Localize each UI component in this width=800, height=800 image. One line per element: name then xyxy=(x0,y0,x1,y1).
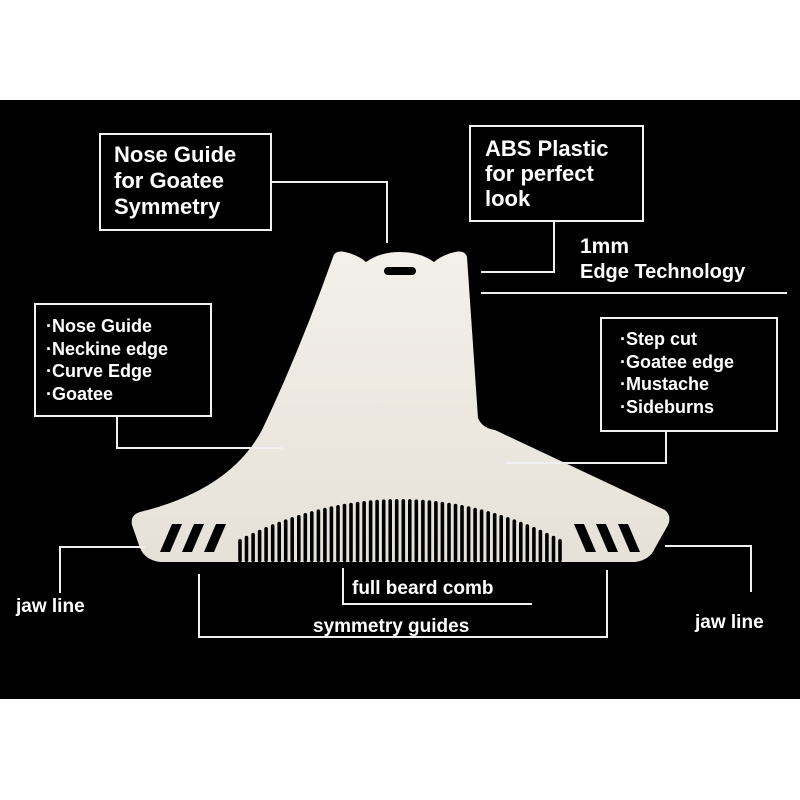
comb-tooth-gap xyxy=(277,521,281,562)
left-feature-item: ·Curve Edge xyxy=(46,361,153,381)
comb-tooth-gap xyxy=(401,499,406,562)
nose-guide-line-1: Nose Guide xyxy=(114,142,237,167)
comb-tooth-gap xyxy=(355,501,360,562)
comb-tooth-gap xyxy=(532,527,536,562)
left-feature-item: ·Nose Guide xyxy=(46,316,153,336)
comb-body xyxy=(131,251,670,563)
jaw-line-right-connector-v xyxy=(750,545,752,592)
comb-tooth-gap xyxy=(368,500,373,562)
left-features-connector-v xyxy=(116,417,118,449)
comb-tooth-gap xyxy=(440,501,445,562)
comb-tooth-gap xyxy=(336,505,340,562)
right-feature-item: ·Goatee edge xyxy=(620,351,735,372)
comb-tooth-gap xyxy=(558,539,562,562)
comb-tooth-gap xyxy=(362,501,366,562)
comb-tooth-gap xyxy=(408,499,412,562)
comb-tooth-gap xyxy=(394,499,399,562)
comb-tooth-gap xyxy=(479,509,484,562)
left-features-connector-h xyxy=(116,447,282,449)
jaw-line-right-connector-h xyxy=(665,545,752,547)
comb-tooth-gap xyxy=(381,499,386,562)
comb-tooth-gap xyxy=(329,506,334,562)
comb-tooth-gap xyxy=(257,529,262,562)
comb-tooth-gap xyxy=(375,499,379,562)
comb-tooth-gap xyxy=(244,535,249,562)
comb-tooth-gap xyxy=(264,527,268,562)
symmetry-guides-label: symmetry guides xyxy=(313,616,470,637)
right-symmetry-slots xyxy=(574,524,640,552)
comb-tooth-gap xyxy=(492,513,497,562)
comb-tooth-gap xyxy=(349,502,353,562)
comb-tooth-gap xyxy=(434,501,438,562)
right-features-connector-v xyxy=(665,432,667,464)
comb-tooth-gap xyxy=(414,499,419,562)
comb-tooth-gap xyxy=(303,513,308,562)
comb-tooth-gap xyxy=(238,539,242,562)
comb-tooth-gap xyxy=(290,517,294,562)
abs-plastic-line-2: for perfect xyxy=(485,161,594,186)
edge-tech-underline xyxy=(481,292,787,294)
comb-tooth-gap xyxy=(519,521,523,562)
nose-guide-connector-v xyxy=(386,181,388,243)
comb-tooth-gap xyxy=(421,499,425,562)
symmetry-guides-connector-left-v xyxy=(198,574,200,638)
jaw-line-left-connector-v xyxy=(59,546,61,593)
comb-tooth-gap xyxy=(447,502,451,562)
comb-tooth-gap xyxy=(251,532,255,562)
comb-tooth-gap xyxy=(545,532,549,562)
jaw-line-right-label: jaw line xyxy=(695,612,764,633)
comb-tooth-gap xyxy=(499,515,503,562)
comb-tooth-gap xyxy=(342,503,347,562)
full-beard-comb-connector-h xyxy=(342,603,532,605)
nose-guide-line-2: for Goatee xyxy=(114,168,225,193)
right-feature-item: ·Sideburns xyxy=(620,396,715,417)
right-feature-item: ·Step cut xyxy=(620,329,698,349)
comb-tooth-gap xyxy=(506,517,510,562)
abs-plastic-callout-box: ABS Plastic for perfect look xyxy=(469,125,644,222)
full-beard-comb-connector-v xyxy=(342,568,344,604)
abs-plastic-line-3: look xyxy=(485,186,531,211)
left-features-callout-box: ·Nose Guide ·Neckine edge ·Curve Edge ·G… xyxy=(34,303,212,417)
nose-guide-callout-box: Nose Guide for Goatee Symmetry xyxy=(99,133,272,231)
left-feature-item: ·Neckine edge xyxy=(46,338,169,359)
nose-guide-connector-h xyxy=(272,181,388,183)
edge-tech-subtitle: Edge Technology xyxy=(580,261,746,283)
comb-tooth-gap xyxy=(310,511,314,562)
comb-tooth-gap xyxy=(466,506,471,562)
abs-plastic-line-1: ABS Plastic xyxy=(485,136,609,161)
comb-teeth xyxy=(238,499,562,562)
comb-tooth-gap xyxy=(525,524,530,562)
comb-tooth-gap xyxy=(512,519,517,562)
right-feature-item: ·Mustache xyxy=(620,374,710,394)
comb-tooth-gap xyxy=(388,499,392,562)
left-symmetry-slots xyxy=(160,524,226,552)
full-beard-comb-label: full beard comb xyxy=(352,578,494,599)
comb-tooth-gap xyxy=(316,509,321,562)
comb-tooth-gap xyxy=(453,503,458,562)
nose-guide-line-3: Symmetry xyxy=(114,194,221,219)
comb-tooth-gap xyxy=(551,535,556,562)
comb-tooth-gap xyxy=(297,515,301,562)
nose-guide-slot xyxy=(384,267,416,275)
left-feature-item: ·Goatee xyxy=(46,383,114,404)
abs-plastic-connector-h xyxy=(481,271,555,273)
right-features-connector-h xyxy=(505,462,667,464)
comb-tooth-gap xyxy=(427,500,432,562)
edge-tech-title: 1mm xyxy=(580,235,630,258)
comb-tooth-gap xyxy=(486,511,490,562)
comb-tooth-gap xyxy=(283,519,288,562)
abs-plastic-connector-v xyxy=(553,222,555,272)
comb-tooth-gap xyxy=(323,507,327,562)
symmetry-guides-connector-right-v xyxy=(606,570,608,638)
comb-tooth-gap xyxy=(460,505,464,562)
right-features-callout-box: ·Step cut ·Goatee edge ·Mustache ·Sidebu… xyxy=(600,317,778,432)
jaw-line-left-label: jaw line xyxy=(16,596,85,617)
jaw-line-left-connector-h xyxy=(59,546,145,548)
comb-tooth-gap xyxy=(473,507,477,562)
comb-tooth-gap xyxy=(270,524,275,562)
comb-tooth-gap xyxy=(538,529,543,562)
symmetry-guides-connector-h xyxy=(198,636,608,638)
